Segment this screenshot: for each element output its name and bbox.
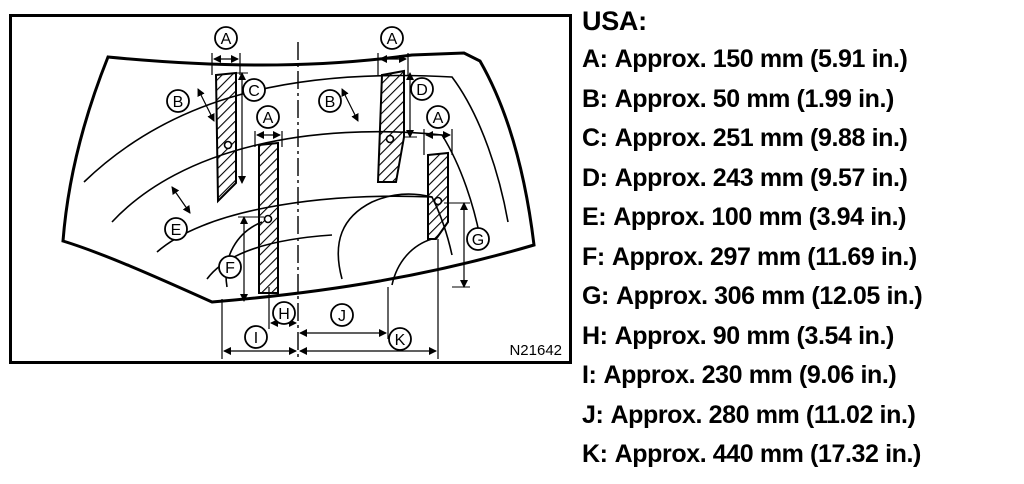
- legend-item-c: C:Approx. 251 mm (9.88 in.): [582, 124, 908, 152]
- legend-item-d: D:Approx. 243 mm (9.57 in.): [582, 163, 908, 192]
- callout-h: H: [272, 301, 296, 325]
- svg-text:H: H: [278, 306, 290, 323]
- callout-a-left: A: [214, 26, 238, 50]
- windshield-outline: [61, 51, 536, 304]
- dimension-legend: USA: A:Approx. 150 mm (5.91 in.) B:Appro…: [582, 4, 1022, 475]
- svg-text:A: A: [221, 31, 232, 48]
- callout-j: J: [330, 303, 354, 327]
- callout-d: D: [410, 77, 434, 101]
- hatched-zone-left-upper: [214, 71, 237, 204]
- callout-a-left-lower: A: [256, 105, 280, 129]
- svg-text:A: A: [433, 110, 444, 127]
- callout-a-right-lower: A: [426, 105, 450, 129]
- svg-text:A: A: [387, 31, 398, 48]
- legend-item-i: I:Approx. 230 mm (9.06 in.): [582, 361, 897, 389]
- hatched-zone-right-upper: [376, 69, 405, 183]
- callout-b-left: B: [166, 89, 190, 113]
- callout-f: F: [218, 255, 242, 279]
- legend-item-f: F:Approx. 297 mm (11.69 in.): [582, 242, 917, 271]
- callout-c: C: [242, 78, 266, 102]
- callout-k: K: [388, 327, 412, 351]
- callout-g: G: [466, 227, 490, 251]
- svg-text:D: D: [416, 82, 428, 99]
- windshield-diagram: A A A A B B C D: [9, 14, 572, 364]
- svg-text:C: C: [248, 83, 260, 100]
- svg-text:I: I: [254, 330, 258, 347]
- svg-text:A: A: [263, 110, 274, 127]
- svg-text:B: B: [325, 94, 336, 111]
- svg-text:J: J: [338, 308, 346, 325]
- svg-text:E: E: [171, 222, 182, 239]
- svg-text:K: K: [395, 332, 406, 349]
- svg-text:G: G: [472, 232, 484, 249]
- svg-text:B: B: [173, 94, 184, 111]
- legend-item-a: A:Approx. 150 mm (5.91 in.): [582, 45, 908, 73]
- callout-a-right: A: [380, 26, 404, 50]
- legend-item-h: H:Approx. 90 mm (3.54 in.): [582, 321, 894, 350]
- legend-item-g: G:Approx. 306 mm (12.05 in.): [582, 282, 923, 310]
- svg-text:F: F: [225, 260, 235, 277]
- legend-item-k: K:Approx. 440 mm (17.32 in.): [582, 440, 921, 468]
- legend-title: USA:: [582, 6, 647, 36]
- legend-item-b: B:Approx. 50 mm (1.99 in.): [582, 84, 894, 113]
- callout-e: E: [164, 217, 188, 241]
- legend-item-e: E:Approx. 100 mm (3.94 in.): [582, 203, 907, 231]
- hatched-zone-right-lower: [427, 151, 449, 240]
- callout-b-right: B: [318, 89, 342, 113]
- figure-code: N21642: [509, 342, 562, 359]
- legend-item-j: J:Approx. 280 mm (11.02 in.): [582, 400, 916, 429]
- callout-i: I: [244, 325, 268, 349]
